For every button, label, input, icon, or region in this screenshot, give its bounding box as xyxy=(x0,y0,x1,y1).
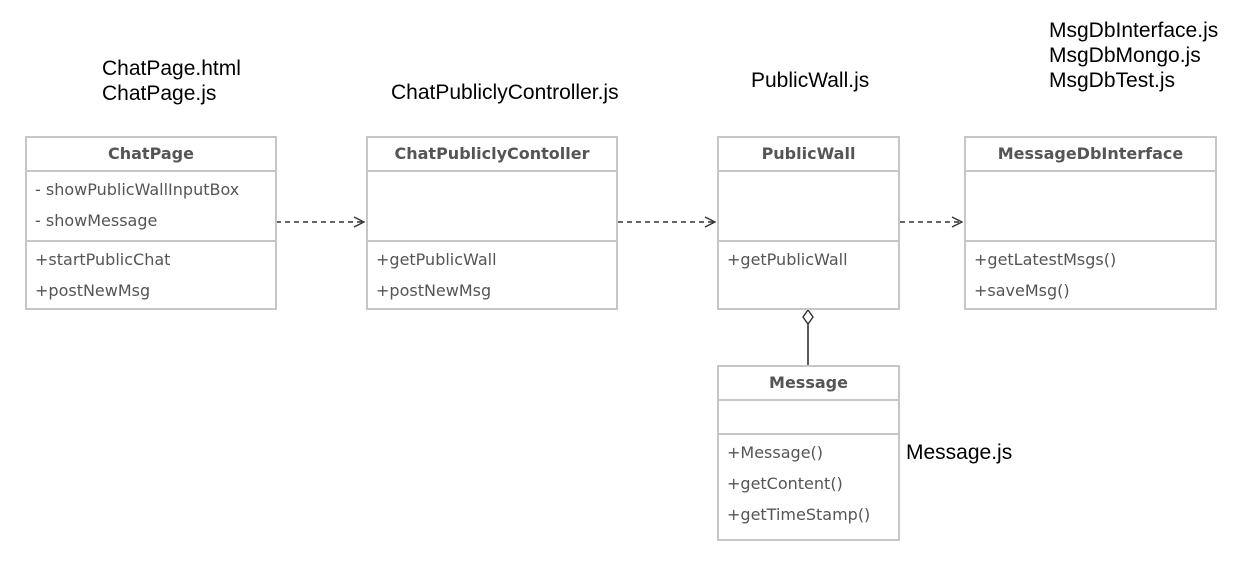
class-publicwall[interactable]: PublicWall +getPublicWall xyxy=(717,136,900,310)
method-row: +postNewMsg xyxy=(376,281,492,300)
file-label-line: MsgDbInterface.js xyxy=(1049,19,1219,42)
attributes-section xyxy=(719,401,898,435)
class-msgdb[interactable]: MessageDbInterface +getLatestMsgs() +sav… xyxy=(964,136,1217,310)
class-name: MessageDbInterface xyxy=(966,138,1215,172)
class-name: PublicWall xyxy=(719,138,898,172)
file-label-line: PublicWall.js xyxy=(751,69,870,92)
method-row: +getTimeStamp() xyxy=(727,505,871,524)
file-label-controller: ChatPubliclyController.js xyxy=(391,80,619,105)
method-row: +getContent() xyxy=(727,474,843,493)
file-label-publicwall: PublicWall.js xyxy=(751,68,869,93)
file-label-line: ChatPubliclyController.js xyxy=(391,81,619,104)
method-row: +startPublicChat xyxy=(35,250,171,269)
method-row: +postNewMsg xyxy=(35,281,151,300)
class-name: ChatPage xyxy=(27,138,275,172)
file-label-message: Message.js xyxy=(906,440,1012,465)
class-chatpage[interactable]: ChatPage - showPublicWallInputBox - show… xyxy=(25,136,277,310)
methods-section: +getLatestMsgs() +saveMsg() xyxy=(966,242,1215,310)
method-row: +saveMsg() xyxy=(974,281,1070,300)
attribute-row: - showPublicWallInputBox xyxy=(35,180,240,199)
methods-section: +startPublicChat +postNewMsg xyxy=(27,242,275,310)
class-message[interactable]: Message +Message() +getContent() +getTim… xyxy=(717,365,900,541)
class-name: Message xyxy=(719,367,898,401)
aggregation-diamond-icon xyxy=(802,308,814,326)
file-label-line: MsgDbTest.js xyxy=(1049,69,1176,92)
class-name: ChatPubliclyContoller xyxy=(368,138,616,172)
methods-section: +getPublicWall xyxy=(719,242,898,279)
file-label-line: MsgDbMongo.js xyxy=(1049,44,1201,67)
method-row: +Message() xyxy=(727,443,824,462)
attributes-section xyxy=(966,172,1215,242)
methods-section: +getPublicWall +postNewMsg xyxy=(368,242,616,310)
file-label-line: ChatPage.html xyxy=(102,57,241,80)
methods-section: +Message() +getContent() +getTimeStamp() xyxy=(719,435,898,534)
file-label-line: ChatPage.js xyxy=(102,82,217,105)
method-row: +getPublicWall xyxy=(727,250,848,269)
attributes-section: - showPublicWallInputBox - showMessage xyxy=(27,172,275,242)
file-label-msgdb: MsgDbInterface.js MsgDbMongo.js MsgDbTes… xyxy=(1049,18,1218,93)
method-row: +getPublicWall xyxy=(376,250,497,269)
attribute-row: - showMessage xyxy=(35,211,158,230)
file-label-chatpage: ChatPage.html ChatPage.js xyxy=(102,56,241,106)
file-label-line: Message.js xyxy=(906,441,1013,464)
method-row: +getLatestMsgs() xyxy=(974,250,1117,269)
attributes-section xyxy=(719,172,898,242)
attributes-section xyxy=(368,172,616,242)
class-controller[interactable]: ChatPubliclyContoller +getPublicWall +po… xyxy=(366,136,618,310)
